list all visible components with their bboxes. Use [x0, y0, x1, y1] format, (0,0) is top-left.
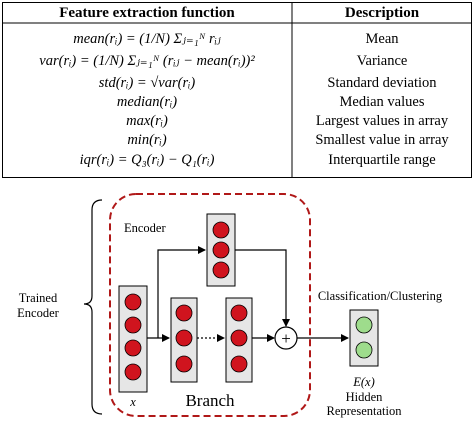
branch-node: [175, 329, 193, 347]
architecture-diagram: Trained Encoder Encoder x: [0, 186, 474, 426]
desc-mean: Mean: [365, 31, 399, 47]
desc-variance: Variance: [357, 53, 408, 69]
plus-symbol: +: [281, 329, 291, 348]
fn-iqr: iqr(rᵢ) = Q₃(rᵢ) − Q₁(rᵢ): [80, 152, 215, 168]
branch-node: [230, 355, 248, 373]
input-node: [124, 316, 142, 334]
encoder-boundary: [109, 193, 311, 417]
fn-min: min(rᵢ): [127, 132, 167, 148]
feature-table: Feature extraction function Description …: [2, 2, 472, 178]
trained-encoder-label-line1: Trained: [19, 291, 58, 305]
top-node: [212, 261, 230, 279]
hidden-label-line2: Representation: [327, 404, 403, 418]
fn-max: max(rᵢ): [126, 113, 168, 129]
desc-min: Smallest value in array: [315, 132, 449, 148]
table-border: [2, 2, 472, 178]
top-node: [212, 241, 230, 259]
desc-median: Median values: [340, 94, 425, 110]
output-node: [355, 341, 373, 359]
branch-node: [230, 304, 248, 322]
fn-variance: var(rᵢ) = (1/N) Σⱼ₌₁ᴺ (rᵢⱼ − mean(rᵢ))²: [39, 53, 255, 69]
hidden-label-line1: Hidden: [346, 390, 384, 404]
input-node: [124, 363, 142, 381]
arrow-top-to-sum: [235, 249, 290, 327]
header-feature-extraction: Feature extraction function: [59, 5, 235, 21]
desc-std: Standard deviation: [327, 75, 437, 91]
header-description: Description: [345, 5, 420, 21]
desc-iqr: Interquartile range: [328, 152, 435, 168]
classification-label: Classification/Clustering: [318, 289, 443, 303]
branch-node: [175, 355, 193, 373]
trained-encoder-label-line2: Encoder: [17, 306, 59, 320]
input-node: [124, 293, 142, 311]
arrow-input-to-top: [157, 246, 206, 338]
output-node: [355, 316, 373, 334]
branch-node: [230, 329, 248, 347]
top-node: [212, 221, 230, 239]
fn-std: std(rᵢ) = √var(rᵢ): [99, 75, 196, 91]
input-label: x: [129, 395, 136, 409]
trained-encoder-brace: [83, 199, 103, 415]
desc-max: Largest values in array: [316, 113, 449, 129]
fn-mean: mean(rᵢ) = (1/N) Σⱼ₌₁ᴺ rᵢⱼ: [73, 31, 221, 47]
encoder-label: Encoder: [124, 221, 166, 235]
fn-median: median(rᵢ): [117, 94, 177, 110]
branch-label: Branch: [185, 391, 235, 410]
branch-node: [175, 304, 193, 322]
input-node: [124, 339, 142, 357]
output-label: E(x): [352, 375, 375, 389]
